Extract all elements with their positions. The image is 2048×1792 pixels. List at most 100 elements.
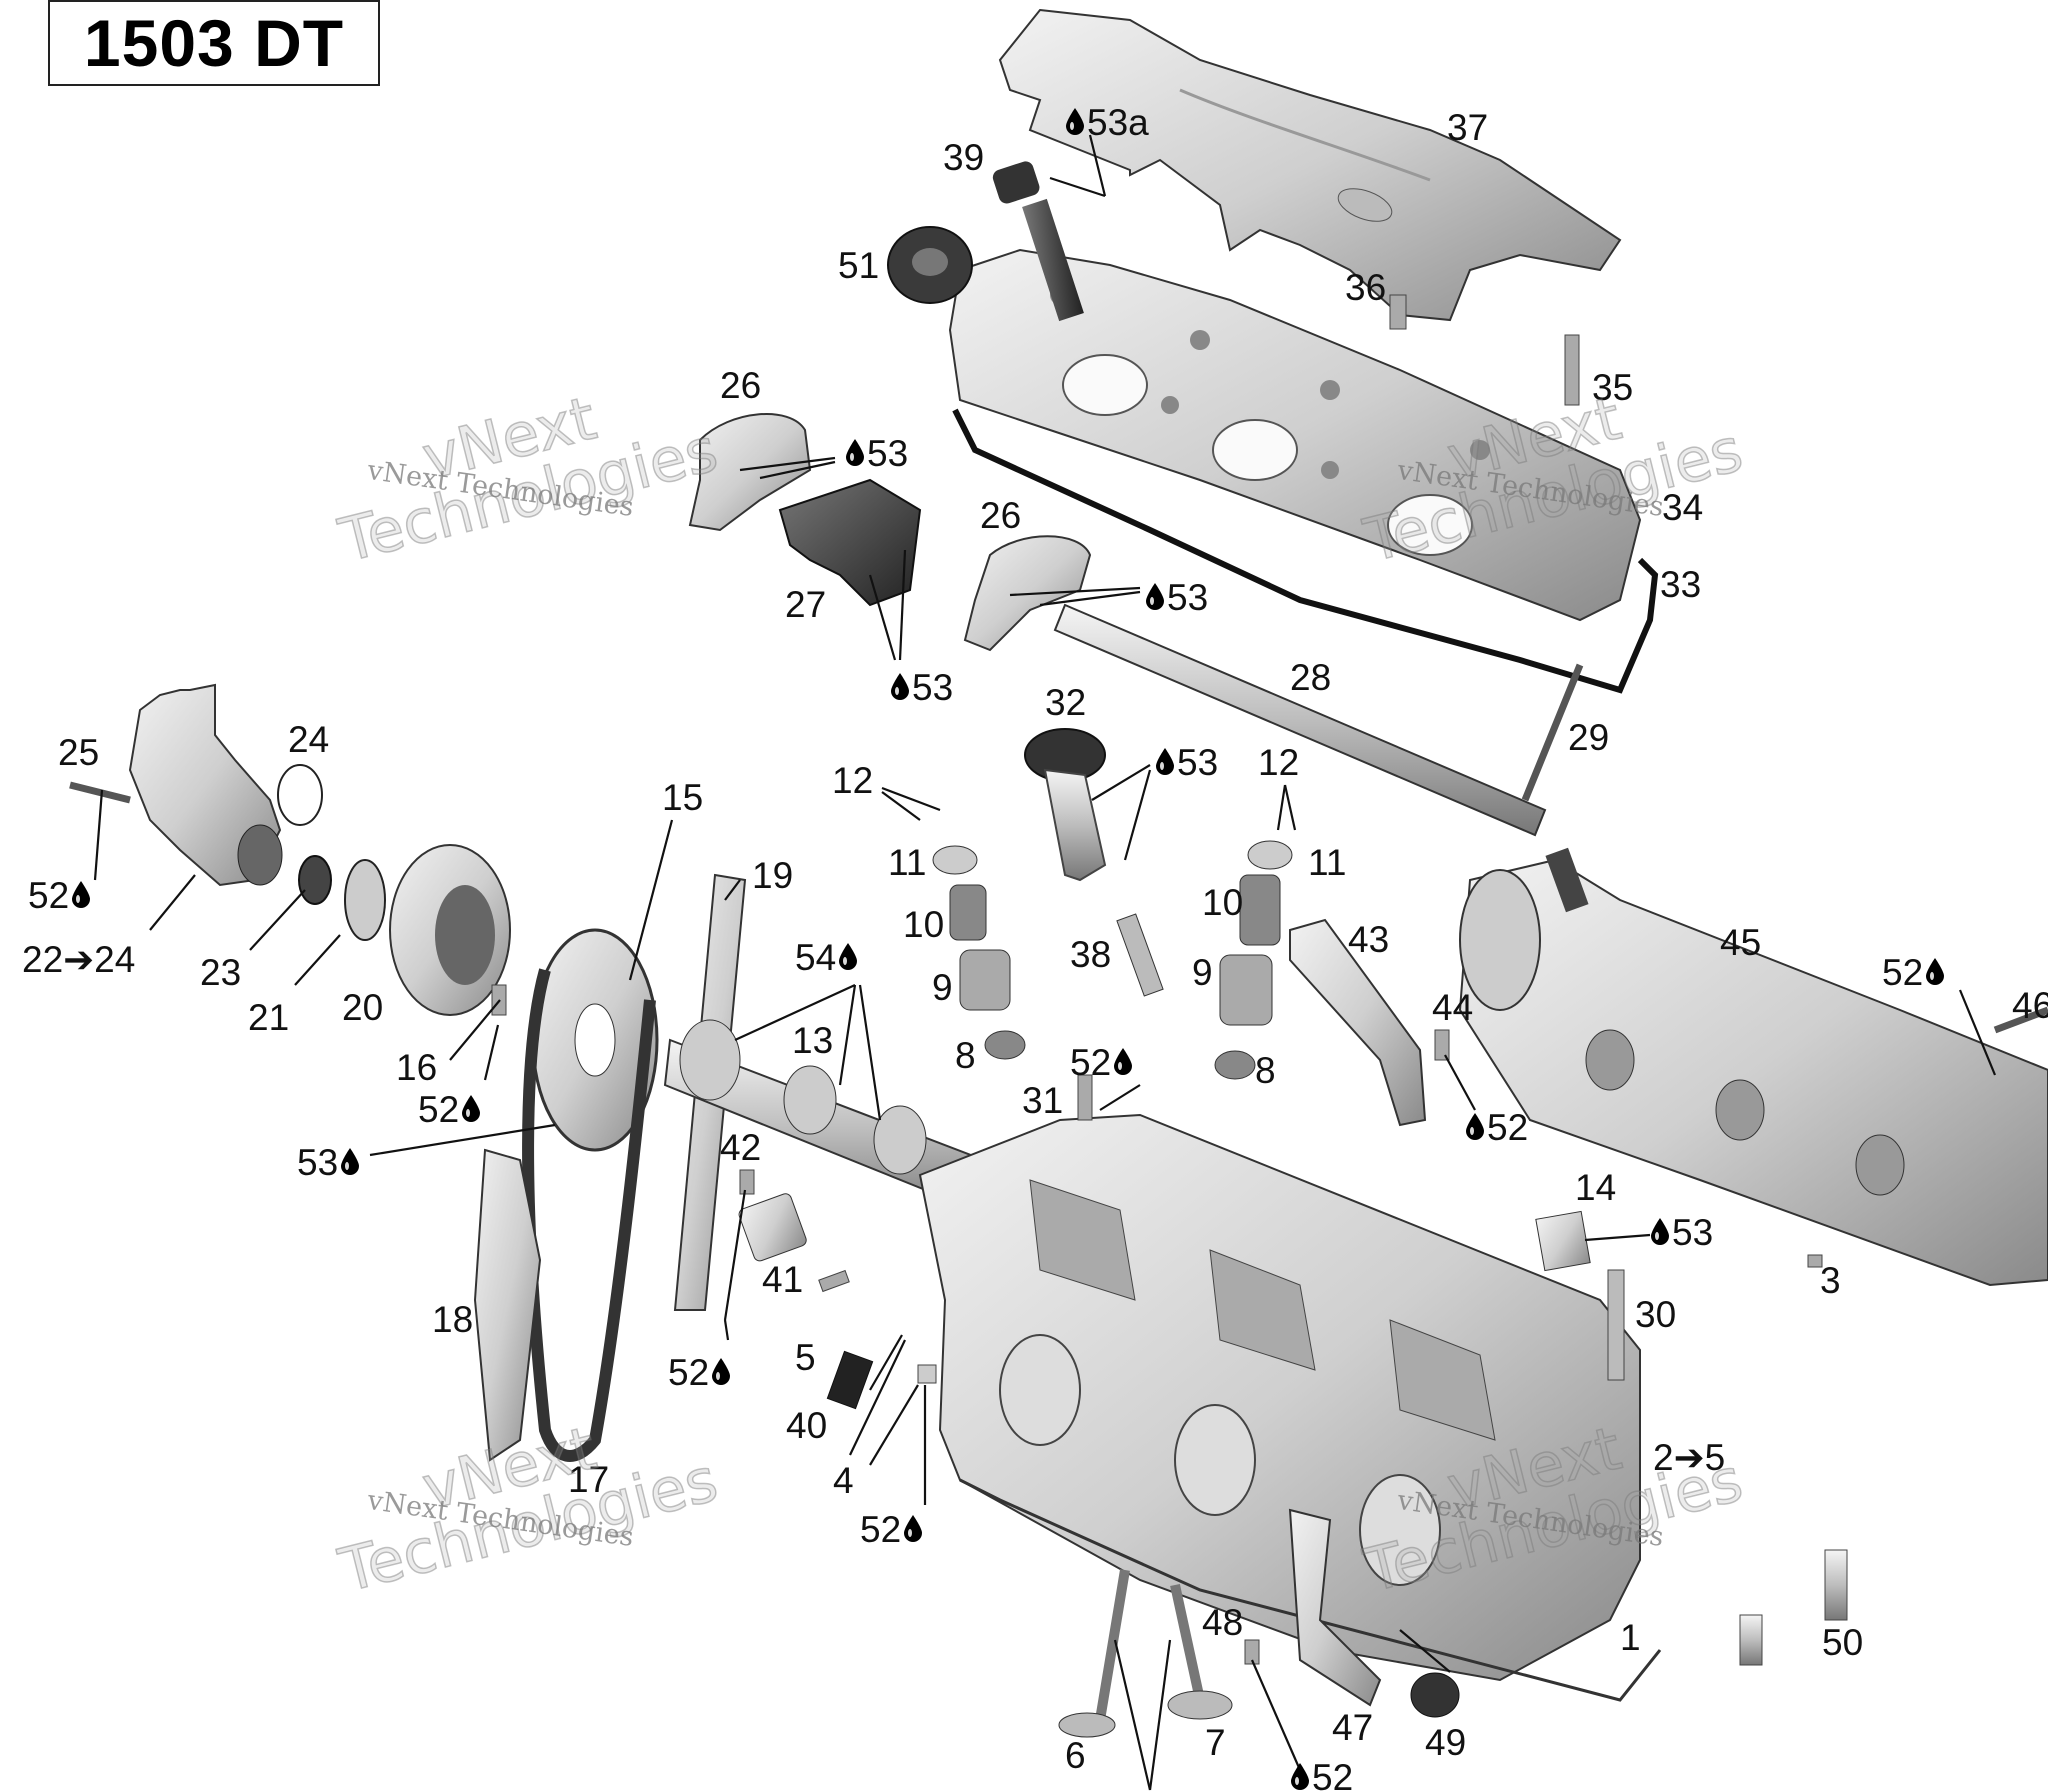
callout-l10b: 10 (1202, 882, 1243, 923)
callout-l34: 34 (1662, 487, 1703, 528)
callout-l9b: 9 (1192, 952, 1213, 993)
callout-l52_7: 52 (860, 1509, 922, 1550)
part-33-gasket (952, 408, 1659, 694)
callout-l33: 33 (1660, 564, 1701, 605)
leader-lines (93, 134, 1997, 1791)
callout-number: 18 (432, 1299, 473, 1340)
callout-number: 32 (1045, 682, 1086, 723)
callout-number: 52 (1312, 1757, 1353, 1792)
callout-number: 52 (1882, 952, 1923, 993)
callout-l54: 54 (795, 937, 857, 978)
part-26-rocker-arm-left (688, 413, 812, 532)
part-11-retainer-left (932, 845, 978, 875)
callout-l13: 13 (792, 1020, 833, 1061)
part-17-timing-chain (522, 968, 656, 1462)
lubricant-drop-icon (846, 439, 864, 466)
callout-number: 27 (785, 584, 826, 625)
callout-number: 52 (1487, 1107, 1528, 1148)
callout-l19: 19 (752, 855, 793, 896)
lubricant-drop-icon (1156, 748, 1174, 775)
lubricant-drop-icon (72, 881, 90, 908)
callout-l53_3: 53 (891, 667, 953, 708)
callout-number: 35 (1592, 367, 1633, 408)
part-50-dowel-2 (1739, 1614, 1763, 1666)
part-37-engine-cover (998, 8, 1622, 322)
part-8-seat-right (1214, 1050, 1256, 1080)
callout-number: 6 (1065, 1735, 1086, 1776)
callout-number: 51 (838, 245, 879, 286)
callout-number: 53 (1672, 1212, 1713, 1253)
callout-l52_5: 52 (1466, 1107, 1528, 1148)
callout-number: 28 (1290, 657, 1331, 698)
callout-l9a: 9 (932, 967, 953, 1008)
callout-l37: 37 (1447, 107, 1488, 148)
callout-l26a: 26 (720, 365, 761, 406)
part-35-bolt (1564, 334, 1580, 406)
callout-l52_3: 52 (1070, 1042, 1132, 1083)
callout-number: 5 (795, 1337, 816, 1378)
callout-number: 31 (1022, 1080, 1063, 1121)
part-45-intake-manifold (1458, 847, 2048, 1287)
callout-l53_1: 53 (846, 433, 908, 474)
callout-number: 39 (943, 137, 984, 178)
lubricant-drop-icon (1466, 1113, 1484, 1140)
callout-l53_6: 53 (1651, 1212, 1713, 1253)
callout-l52_4: 52 (418, 1089, 480, 1130)
callout-l53_5: 53 (297, 1142, 359, 1183)
callout-number: 54 (795, 937, 836, 978)
callout-number: 10 (1202, 882, 1243, 923)
lubricant-drop-icon (712, 1358, 730, 1385)
lubricant-drop-icon (891, 673, 909, 700)
callout-l29: 29 (1568, 717, 1609, 758)
part-40-sensor (826, 1350, 874, 1410)
part-43-bracket (1289, 918, 1427, 1127)
callout-l22: 22➔24 (22, 939, 135, 980)
callout-number: 50 (1822, 1622, 1863, 1663)
callout-l52_1: 52 (28, 875, 90, 916)
callout-number: 26 (980, 495, 1021, 536)
part-27-rocker-arm (778, 478, 922, 607)
callout-number: 25 (58, 732, 99, 773)
callout-number: 11 (1308, 842, 1346, 883)
callout-l52_8: 52 (1291, 1757, 1353, 1792)
callout-l16: 16 (396, 1047, 437, 1088)
callout-l30: 30 (1635, 1294, 1676, 1335)
part-48-bolt (1244, 1639, 1260, 1665)
lubricant-drop-icon (839, 943, 857, 970)
callout-l28: 28 (1290, 657, 1331, 698)
callout-l25b: 2➔5 (1653, 1437, 1725, 1478)
callout-number: 47 (1332, 1707, 1373, 1748)
part-4-plug (917, 1364, 937, 1384)
callout-l27: 27 (785, 584, 826, 625)
callout-number: 49 (1425, 1722, 1466, 1763)
lubricant-drop-icon (1114, 1048, 1132, 1075)
callout-l35: 35 (1592, 367, 1633, 408)
callout-number: 8 (955, 1035, 976, 1076)
callout-number: 37 (1447, 107, 1488, 148)
part-36-bolt (1389, 294, 1407, 330)
callout-number: 19 (752, 855, 793, 896)
callout-l17: 17 (568, 1459, 609, 1500)
callout-number: 16 (396, 1047, 437, 1088)
lubricant-drop-icon (1146, 583, 1164, 610)
part-18-chain-guide (473, 1148, 542, 1462)
callout-l44: 44 (1432, 987, 1473, 1028)
callout-l1: 1 (1620, 1617, 1641, 1658)
part-29-stud (1521, 663, 1584, 802)
callout-number: 29 (1568, 717, 1609, 758)
callout-number: 52 (1070, 1042, 1111, 1083)
callout-number: 52 (668, 1352, 709, 1393)
callout-l12a: 12 (832, 760, 873, 801)
callout-number: 38 (1070, 934, 1111, 975)
callout-number: 48 (1202, 1602, 1243, 1643)
callout-l21: 21 (248, 997, 289, 1038)
callout-number: 7 (1205, 1722, 1226, 1763)
callout-l11b: 11 (1308, 842, 1346, 883)
callout-l7: 7 (1205, 1722, 1226, 1763)
lubricant-drop-icon (341, 1148, 359, 1175)
callout-l10a: 10 (903, 904, 944, 945)
callout-number: 22➔24 (22, 939, 135, 980)
callout-number: 15 (662, 777, 703, 818)
callout-number: 10 (903, 904, 944, 945)
